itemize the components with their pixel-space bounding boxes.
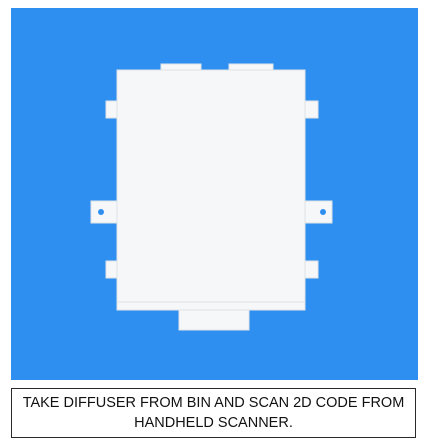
mount-ear-left — [90, 200, 120, 224]
diffuser-photo — [11, 8, 418, 380]
diffuser-illustration — [11, 8, 418, 380]
side-tab-right-upper — [303, 100, 319, 119]
mount-hole-left — [98, 209, 104, 215]
side-tab-right-lower — [303, 260, 319, 279]
mount-hole-right — [320, 209, 326, 215]
mount-ear-right — [303, 200, 333, 224]
instruction-text: TAKE DIFFUSER FROM BIN AND SCAN 2D CODE … — [22, 395, 405, 431]
instruction-box: TAKE DIFFUSER FROM BIN AND SCAN 2D CODE … — [11, 388, 416, 438]
diffuser-part — [90, 63, 333, 331]
diffuser-body — [116, 69, 306, 311]
bottom-tab — [178, 309, 250, 331]
